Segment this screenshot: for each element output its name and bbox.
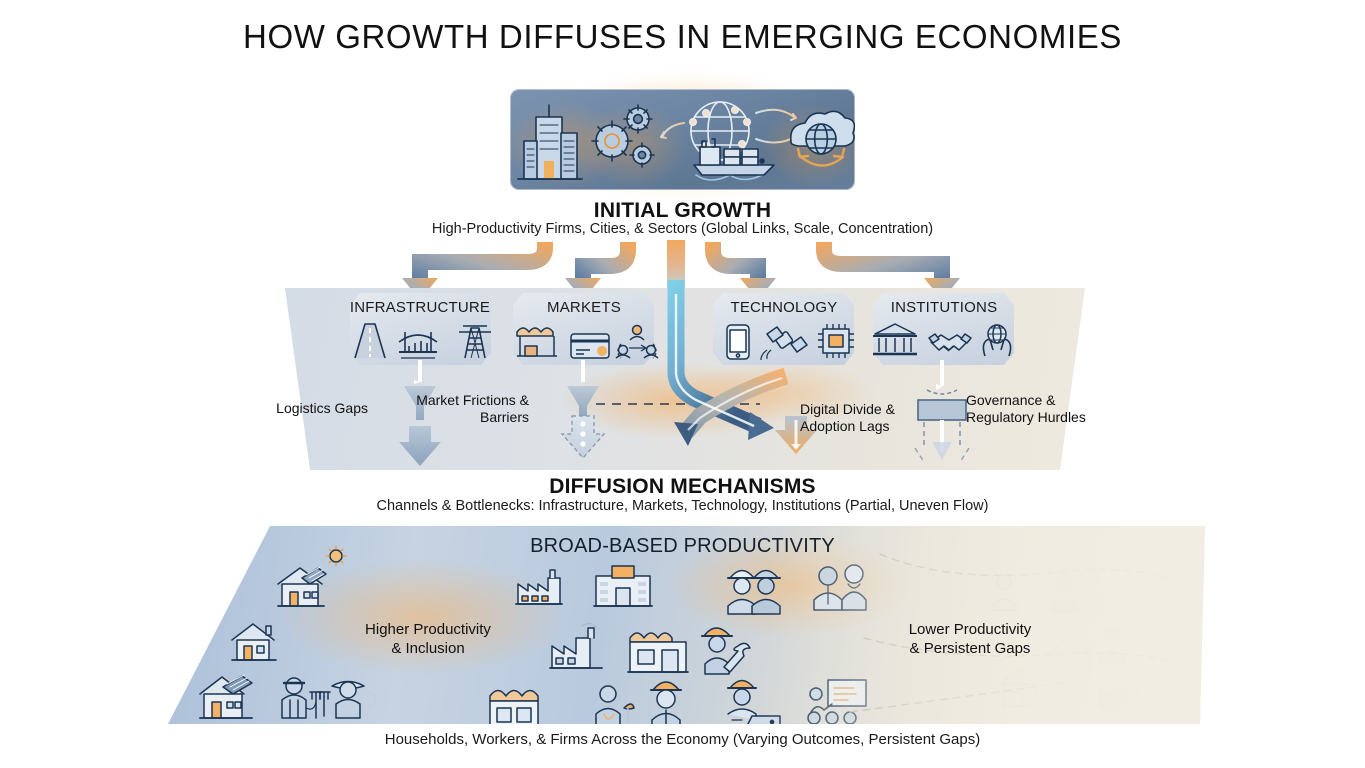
bottleneck-text-infrastructure: Logistics Gaps: [276, 400, 368, 416]
bottleneck-text-technology: Digital Divide & Adoption Lags: [800, 401, 895, 434]
funnel-markets: [560, 360, 606, 459]
microchip-icon: [818, 324, 854, 358]
smartphone-icon: [726, 324, 750, 360]
road-icon: [354, 323, 386, 359]
crossing-flows: [667, 280, 789, 446]
channel-label-markets: MARKETS: [547, 299, 621, 316]
channel-icons-institutions: [844, 320, 1044, 365]
bridge-icon: [398, 332, 438, 359]
distribution-arrows: [402, 240, 960, 300]
flow-arrow-icon: [660, 108, 797, 144]
initial-growth-subtitle: High-Productivity Firms, Cities, & Secto…: [431, 221, 934, 237]
bottom-caption: Households, Workers, & Firms Across the …: [384, 731, 981, 748]
satellite-icon: [760, 326, 808, 363]
funnel-infrastructure: [399, 360, 441, 466]
channel-label-infrastructure: INFRASTRUCTURE: [349, 299, 491, 316]
gears-icon: [591, 104, 655, 168]
bottleneck-label-infrastructure: Logistics Gaps: [238, 400, 368, 417]
bottleneck-layer: [399, 360, 970, 466]
bottleneck-label-technology: Digital Divide & Adoption Lags: [800, 401, 930, 435]
channel-label-technology: TECHNOLOGY: [730, 299, 838, 316]
zone-label-lower: Lower Productivity & Persistent Gaps: [908, 621, 1032, 657]
zone-label-higher: Higher Productivity & Inclusion: [365, 621, 491, 657]
bottleneck-label-markets: Market Frictions & Barriers: [404, 392, 529, 426]
handshake-icon: [928, 333, 972, 352]
people-network-icon: [615, 324, 659, 359]
diffusion-subtitle: Channels & Bottlenecks: Infrastructure, …: [376, 498, 989, 514]
credit-card-icon: [570, 333, 610, 359]
initial-growth-heading: INITIAL GROWTH: [593, 199, 772, 222]
bank-icon: [873, 323, 917, 356]
market-stall-icon: [516, 327, 557, 357]
channel-icons-markets: [484, 320, 684, 365]
initial-growth-panel: [510, 89, 855, 190]
bottleneck-text-institutions: Governance & Regulatory Hurdles: [966, 392, 1086, 425]
broad-productivity-heading: BROAD-BASED PRODUCTIVITY: [530, 535, 835, 557]
cargo-ship-icon: [693, 138, 775, 181]
bottleneck-label-institutions: Governance & Regulatory Hurdles: [966, 392, 1086, 426]
funnel-technology: [775, 416, 817, 454]
skyscraper-icon: [517, 104, 583, 180]
channel-icons-technology: [684, 320, 884, 365]
bottom-fade-overlay: [168, 526, 1205, 724]
power-tower-icon: [459, 325, 491, 359]
page-title: HOW GROWTH DIFFUSES IN EMERGING ECONOMIE…: [243, 18, 1122, 55]
cloud-globe-icon: [789, 110, 855, 167]
funnel-institutions: [914, 360, 970, 463]
channel-label-institutions: INSTITUTIONS: [890, 299, 998, 316]
diffusion-heading: DIFFUSION MECHANISMS: [549, 475, 816, 498]
bottleneck-text-markets: Market Frictions & Barriers: [416, 392, 529, 425]
channel-icons-infrastructure: [320, 320, 520, 360]
hands-globe-icon: [982, 324, 1012, 357]
